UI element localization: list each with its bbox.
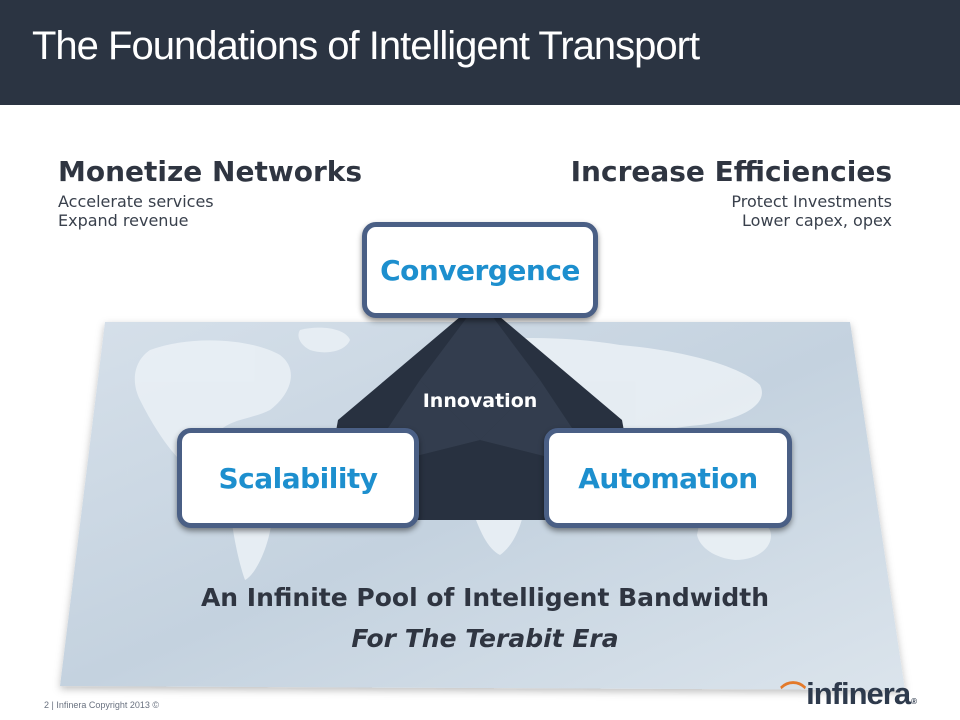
registered-mark: ® — [911, 697, 917, 706]
monetize-networks-block: Monetize Networks Accelerate services Ex… — [58, 152, 362, 230]
monetize-line-2: Expand revenue — [58, 211, 189, 230]
efficiencies-heading: Increase Efficiencies — [570, 155, 892, 188]
monetize-line-1: Accelerate services — [58, 192, 214, 211]
monetize-heading: Monetize Networks — [58, 155, 363, 188]
tagline-line-2: For The Terabit Era — [351, 624, 619, 653]
tagline-line-1: An Infinite Pool of Intelligent Bandwidt… — [200, 583, 770, 612]
infinera-logo: ⌒ infinera ® — [780, 675, 917, 711]
automation-box: Automation — [544, 428, 792, 528]
scalability-box: Scalability — [177, 428, 419, 528]
infinera-swoosh-icon: ⌒ — [780, 680, 806, 710]
efficiencies-line-2: Lower capex, opex — [742, 211, 892, 230]
convergence-box: Convergence — [362, 222, 598, 318]
footer-copyright: 2 | Infinera Copyright 2013 © — [44, 700, 160, 710]
efficiencies-line-1: Protect Investments — [731, 192, 892, 211]
logo-wordmark: infinera — [806, 676, 911, 711]
increase-efficiencies-block: Increase Efficiencies Protect Investment… — [571, 152, 892, 230]
innovation-label: Innovation — [422, 390, 538, 412]
slide-title: The Foundations of Intelligent Transport — [32, 24, 700, 68]
title-bar: The Foundations of Intelligent Transport — [0, 0, 960, 105]
